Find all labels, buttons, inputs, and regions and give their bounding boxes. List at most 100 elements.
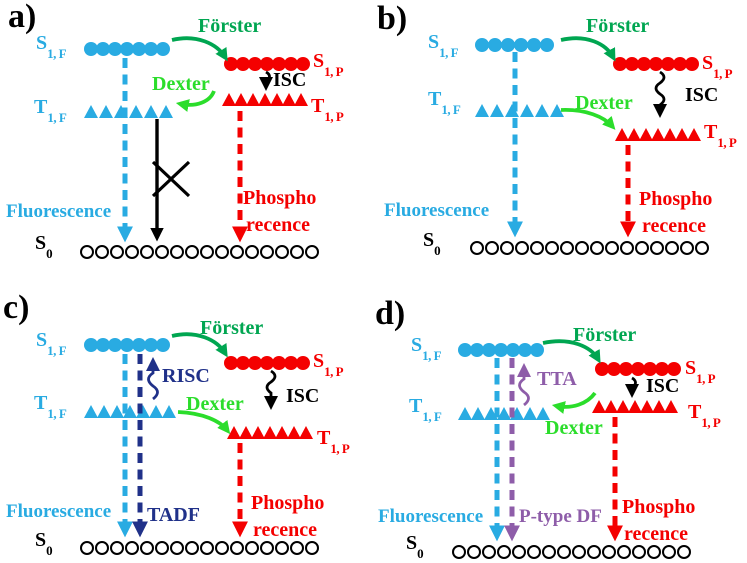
s1p-label: S1, P [702,52,733,81]
ptype-df-label: P-type DF [519,506,602,527]
triplet-marker [639,128,653,141]
singlet-marker [631,362,645,376]
isc-arrow [625,376,639,398]
tta-arrow [517,363,531,407]
singlet-marker [132,42,146,56]
ground-state-circle [200,541,214,555]
ground-state-circle [80,541,94,555]
triplet-marker [475,104,489,117]
triplet-marker [246,93,260,106]
ground-state-circle [125,245,139,259]
ground-state-circle [80,245,94,259]
s1f-molecule-row [458,343,544,357]
s1p-molecule-row [595,362,681,376]
phosphorescence-label-line1: Phospho [243,187,317,209]
ground-state-circle [260,245,274,259]
forster-label: Förster [586,15,650,37]
triplet-marker [275,426,289,439]
triplet-marker [282,93,296,106]
panel-b: b) S1, F Förster S1, P ISC T1, F Dexter … [373,0,747,281]
ground-state-circle [95,541,109,555]
s1f-label: S1, F [36,32,67,61]
singlet-marker [661,57,675,71]
ground-state-circle [215,245,229,259]
ground-state-circle [230,541,244,555]
ground-state-circle [485,241,499,255]
s0-label: S0 [406,532,424,561]
t1f-molecule-row [84,105,173,118]
singlet-marker [272,356,286,370]
triplet-marker [652,400,666,413]
singlet-marker [685,57,699,71]
singlet-marker [655,362,669,376]
ground-state-row [470,241,709,255]
panel-d: d) S1, F Förster TTA S1, P ISC T1, F T1,… [373,281,747,563]
isc-label: ISC [685,84,719,106]
ground-state-row [452,545,691,559]
triplet-marker [616,400,630,413]
panel-d-arrow-layer [488,339,639,542]
ground-state-circle [590,241,604,255]
phosphorescence-label-line1: Phospho [251,492,325,514]
panel-c: c) S1, F Förster RISC S1, P ISC T1, F De… [0,281,373,563]
ground-state-circle [110,245,124,259]
triplet-marker [520,104,534,117]
forster-label: Förster [198,15,262,37]
ground-state-circle [170,541,184,555]
t1p-label: T1, P [311,95,344,124]
singlet-marker [619,362,633,376]
ground-state-circle [617,545,631,559]
singlet-marker [296,356,310,370]
ground-state-circle [635,241,649,255]
isc-label: ISC [273,69,307,91]
s1f-molecule-row [84,42,170,56]
dexter-label: Dexter [152,73,210,95]
s1p-label: S1, P [313,50,344,79]
ground-state-circle [662,545,676,559]
ground-state-circle [560,241,574,255]
ground-state-circle [680,241,694,255]
phosphorescence-label-line1: Phospho [639,188,713,210]
singlet-marker [625,57,639,71]
ground-state-circle [602,545,616,559]
singlet-marker [108,42,122,56]
s1f-label: S1, F [411,334,442,363]
triplet-marker [471,407,485,420]
ground-state-circle [170,245,184,259]
forster-label: Förster [573,324,637,346]
fluorescence-label: Fluorescence [6,501,112,522]
singlet-marker [607,362,621,376]
cross-mark [151,160,191,198]
dexter-label: Dexter [545,417,603,439]
triplet-marker [627,128,641,141]
ground-state-circle [125,541,139,555]
triplet-marker [99,105,113,118]
ground-state-circle [620,241,634,255]
singlet-marker [84,42,98,56]
ground-state-circle [497,545,511,559]
s1f-molecule-row [475,38,554,52]
triplet-marker [523,407,537,420]
isc-label: ISC [286,385,320,407]
triplet-marker [84,405,98,418]
triplet-marker [294,93,308,106]
triplet-marker [497,407,511,420]
singlet-marker [236,356,250,370]
ground-state-circle [275,541,289,555]
singlet-marker [613,57,627,71]
singlet-marker [132,338,146,352]
phosphorescence-label-line2: recence [624,523,689,545]
ground-state-circle [260,541,274,555]
ground-state-circle [632,545,646,559]
forster-arrow [171,332,228,358]
singlet-marker [514,38,528,52]
s0-label: S0 [423,229,441,258]
dexter-arrow [551,391,597,414]
t1f-label: T1, F [34,392,67,421]
triplet-marker [604,400,618,413]
phosphorescence-label-line2: recence [642,215,707,237]
singlet-marker [236,57,250,71]
ground-state-circle [557,545,571,559]
ground-state-circle [185,541,199,555]
panel-a: a) S1, F Förster S1, P ISC Dexter T1, F … [0,0,373,281]
